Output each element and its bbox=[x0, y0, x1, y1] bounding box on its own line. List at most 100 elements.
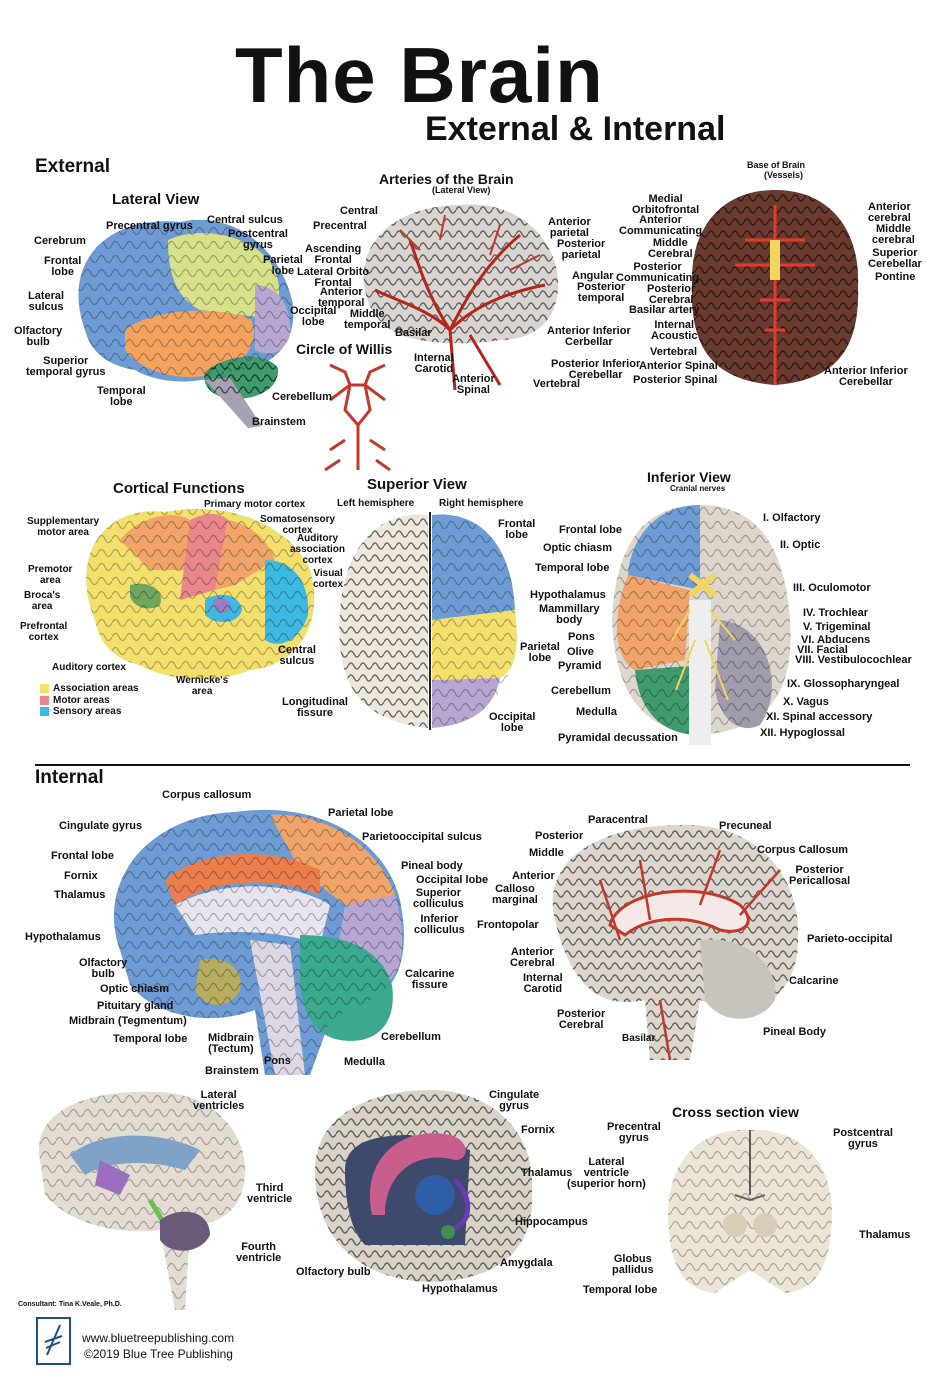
label-vertebral: Vertebral bbox=[533, 378, 581, 390]
label-occipital-lobe-mid: Occipital lobe bbox=[416, 874, 489, 886]
label-right-hemisphere: Right hemisphere bbox=[439, 498, 524, 509]
label-frontal-lobe-mid: Frontal lobe bbox=[51, 850, 114, 862]
label-prefrontal: Prefrontal cortex bbox=[20, 621, 68, 643]
inferior-title: Inferior View bbox=[647, 469, 731, 485]
label-frontal-lobe: Frontal lobe bbox=[44, 255, 82, 278]
label-medial-orbitofrontal: Medial Orbitofrontal bbox=[632, 193, 700, 216]
label-internal-acoustic: Internal Acoustic bbox=[651, 319, 698, 342]
label-posterior-inferior-cerebellar: Posterior Inferior Cerebellar bbox=[551, 358, 641, 381]
label-posterior-spinal: Posterior Spinal bbox=[633, 374, 718, 386]
label-basilar-art: Basilar bbox=[622, 1033, 656, 1044]
label-hypothalamus-limbic: Hypothalamus bbox=[422, 1283, 498, 1295]
label-parietal-lobe-mid: Parietal lobe bbox=[328, 807, 394, 819]
label-posterior-parietal: Posterior parietal bbox=[557, 238, 606, 261]
label-corpus-callosum-art: Corpus Callosum bbox=[757, 844, 849, 856]
label-nerve-12: XII. Hypoglossal bbox=[760, 727, 845, 739]
lateral-view-title: Lateral View bbox=[112, 191, 200, 208]
label-frontopolar: Frontopolar bbox=[477, 919, 539, 931]
label-cerebellum-inf: Cerebellum bbox=[551, 685, 611, 697]
page-subtitle: External & Internal bbox=[425, 110, 726, 148]
label-fornix-mid: Fornix bbox=[64, 870, 98, 882]
label-pons-inf: Pons bbox=[568, 631, 595, 643]
ventricles-illustration bbox=[38, 1091, 246, 1310]
label-third-ventricle: Third ventricle bbox=[247, 1182, 293, 1205]
label-left-hemisphere: Left hemisphere bbox=[337, 498, 415, 509]
label-middle-temporal: Middle temporal bbox=[344, 308, 391, 331]
label-superior-temporal-gyrus: Superior temporal gyrus bbox=[26, 355, 106, 378]
cross-section-title: Cross section view bbox=[672, 1104, 799, 1120]
label-premotor: Premotor area bbox=[28, 564, 73, 586]
label-visual-cortex: Visual cortex bbox=[313, 568, 344, 590]
label-occipital-lobe: Occipital lobe bbox=[290, 305, 337, 328]
label-parietal-lobe: Parietal lobe bbox=[263, 254, 303, 277]
label-posterior-communicating: Posterior Communicating bbox=[616, 261, 700, 284]
label-auditory-cortex: Auditory cortex bbox=[52, 662, 126, 673]
label-parietal-lobe-sup: Parietal lobe bbox=[520, 641, 560, 664]
label-precentral-gyrus: Precentral gyrus bbox=[106, 220, 193, 232]
label-nerve-10: X. Vagus bbox=[783, 696, 829, 708]
label-parietooccipital-sulcus: Parietooccipital sulcus bbox=[362, 831, 482, 843]
label-supplementary-motor: Supplementary motor area bbox=[27, 516, 100, 538]
label-internal-carotid: Internal Carotid bbox=[414, 352, 454, 375]
label-olfactory-bulb-limbic: Olfactory bulb bbox=[296, 1266, 371, 1278]
legend-swatch-motor bbox=[40, 696, 49, 705]
label-auditory-association: Auditory association cortex bbox=[290, 533, 346, 566]
label-brainstem-mid: Brainstem bbox=[205, 1065, 259, 1077]
label-anterior-cerebral-base: Anterior cerebral bbox=[868, 201, 911, 224]
label-nerve-9: IX. Glossopharyngeal bbox=[787, 678, 900, 690]
label-precuneal: Precuneal bbox=[719, 820, 772, 832]
consultant-credit: Consultant: Tina K.Veale, Ph.D. bbox=[18, 1301, 122, 1308]
superior-title: Superior View bbox=[367, 476, 467, 493]
inferior-view-illustration bbox=[612, 505, 791, 745]
label-pineal-body-mid: Pineal body bbox=[401, 860, 463, 872]
label-olive: Olive bbox=[567, 646, 594, 658]
label-nerve-1: I. Olfactory bbox=[763, 512, 821, 524]
label-temporal-lobe: Temporal lobe bbox=[97, 385, 146, 408]
label-olfactory-bulb: Olfactory bulb bbox=[14, 325, 63, 348]
label-brainstem: Brainstem bbox=[252, 416, 306, 428]
label-cerebellum-mid: Cerebellum bbox=[381, 1031, 441, 1043]
label-anterior-inferior-cerebellar-base: Anterior Inferior Cerebellar bbox=[824, 365, 908, 388]
label-temporal-lobe-inf: Temporal lobe bbox=[535, 562, 610, 574]
label-pyramidal-decussation: Pyramidal decussation bbox=[558, 732, 678, 744]
label-middle-cerebral-left: Middle Cerebral bbox=[648, 237, 693, 260]
label-cerebellum: Cerebellum bbox=[272, 391, 332, 403]
label-lateral-orbito-frontal: Lateral Orbito Frontal bbox=[297, 266, 370, 289]
label-postcentral-cross: Postcentral gyrus bbox=[833, 1127, 893, 1150]
website-link[interactable]: www.bluetreepublishing.com bbox=[82, 1331, 235, 1345]
label-middle-cerebral-right: Middle cerebral bbox=[872, 223, 915, 246]
label-superior-colliculus: Superior colliculus bbox=[413, 887, 464, 910]
label-central: Central bbox=[340, 205, 378, 217]
label-anterior-parietal: Anterior parietal bbox=[548, 216, 591, 239]
label-temporal-lobe-cross: Temporal lobe bbox=[583, 1284, 658, 1296]
label-calcarine-art: Calcarine bbox=[789, 975, 839, 987]
label-lateral-ventricles: Lateral ventricles bbox=[193, 1089, 245, 1112]
inferior-note: Cranial nerves bbox=[670, 484, 726, 493]
label-anterior-inferior-cerbellar: Anterior Inferior Cerbellar bbox=[547, 325, 631, 348]
legend-swatch-sensory bbox=[40, 707, 49, 716]
label-pyramid: Pyramid bbox=[558, 660, 602, 672]
label-amygdala: Amygdala bbox=[500, 1257, 553, 1269]
label-lateral-sulcus: Lateral sulcus bbox=[28, 290, 65, 313]
base-title: Base of Brain bbox=[747, 160, 806, 170]
label-cingulate-gyrus: Cingulate gyrus bbox=[59, 820, 143, 832]
label-fornix-limbic: Fornix bbox=[521, 1124, 555, 1136]
circle-of-willis-title: Circle of Willis bbox=[296, 341, 393, 357]
midsagittal-arteries-illustration bbox=[552, 824, 799, 1061]
label-nerve-4: IV. Trochlear bbox=[803, 607, 869, 619]
label-occipital-lobe-sup: Occipital lobe bbox=[489, 711, 536, 734]
page-title: The Brain bbox=[235, 31, 604, 119]
label-precentral-cross: Precentral gyrus bbox=[607, 1121, 661, 1144]
label-optic-chiasm-mid: Optic chiasm bbox=[100, 983, 170, 995]
label-cerebrum: Cerebrum bbox=[34, 235, 86, 247]
label-wernickes: Wernicke's area bbox=[176, 675, 229, 697]
label-medulla-mid: Medulla bbox=[344, 1056, 385, 1068]
label-brocas: Broca's area bbox=[24, 590, 61, 612]
label-precentral: Precentral bbox=[313, 220, 367, 232]
label-anterior-spinal-base: Anterior Spinal bbox=[639, 360, 718, 372]
label-superior-cerebellar: Superior Cerebellar bbox=[868, 247, 922, 270]
circle-of-willis-illustration bbox=[324, 363, 391, 472]
label-inferior-colliculus: Inferior colliculus bbox=[414, 913, 465, 936]
label-olfactory-bulb-mid: Olfactory bulb bbox=[79, 957, 128, 980]
limbic-illustration bbox=[315, 1090, 533, 1282]
